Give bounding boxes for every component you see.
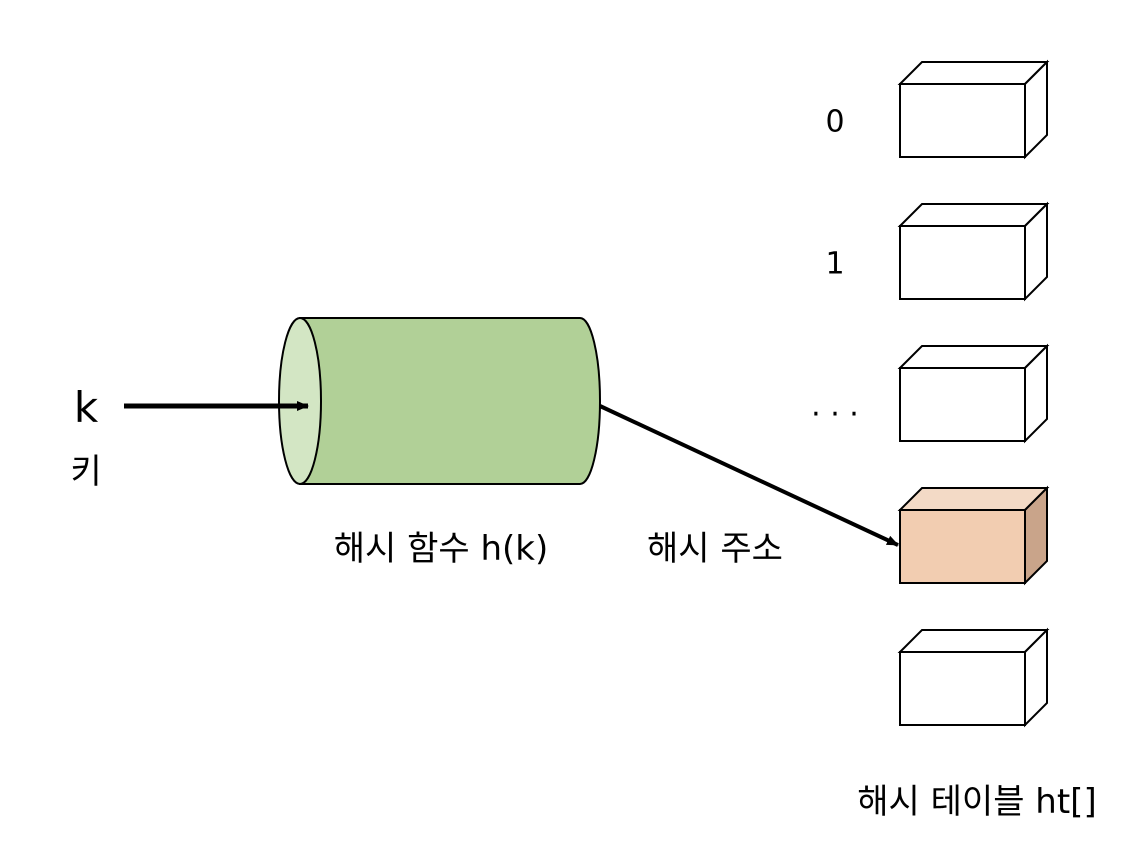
slot-index-label: . . . <box>811 389 859 424</box>
hash-table: 0 1 . . . <box>811 59 1050 728</box>
hash-table-slot: . . . <box>811 343 1050 444</box>
hash-function-cylinder <box>278 317 601 485</box>
slot-front-face <box>899 225 1026 300</box>
hash-table-slot <box>897 485 1050 586</box>
slot-top-face <box>897 203 1050 227</box>
slot-front-face <box>899 509 1026 584</box>
slot-index-label: 0 <box>825 105 844 140</box>
slot-top-face <box>897 61 1050 85</box>
key-label: 키 <box>70 452 101 492</box>
slot-top-face <box>897 345 1050 369</box>
slot-index-label: 1 <box>825 247 844 282</box>
hash-function-label: 해시 함수 h(k) <box>334 529 549 569</box>
cylinder-input-face <box>278 317 322 485</box>
hash-table-slot: 1 <box>825 201 1050 302</box>
slot-top-face <box>897 629 1050 653</box>
hash-table-slot: 0 <box>825 59 1050 160</box>
cylinder-body <box>299 317 601 485</box>
hash-table-slot <box>897 627 1050 728</box>
slot-front-face <box>899 651 1026 726</box>
hash-address-label: 해시 주소 <box>647 529 783 569</box>
key-symbol: k <box>74 383 99 432</box>
slot-top-face <box>897 487 1050 511</box>
hash-table-label: 해시 테이블 ht[] <box>857 782 1096 822</box>
hash-address-arrow <box>599 404 899 547</box>
slot-front-face <box>899 367 1026 442</box>
slot-front-face <box>899 83 1026 158</box>
